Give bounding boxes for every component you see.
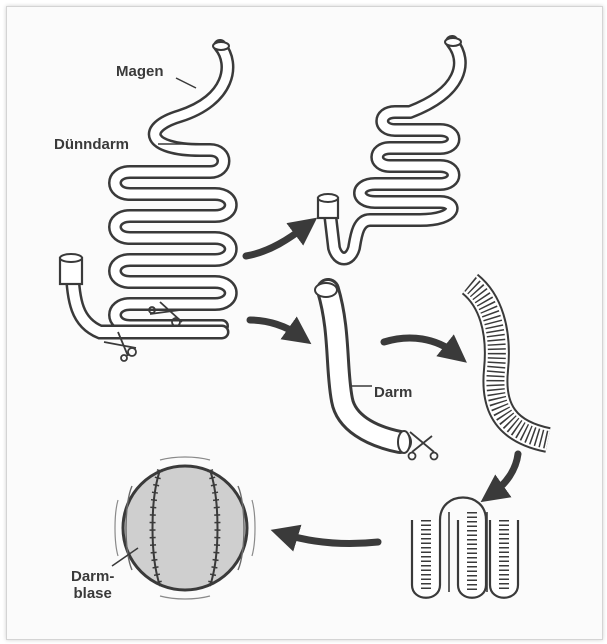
- folded-intestine: [412, 498, 518, 598]
- arrow-to-colon-segment: [250, 320, 300, 336]
- colon-segment: [315, 283, 410, 453]
- label-magen: Magen: [116, 63, 164, 80]
- arrow-to-opened-strip: [384, 338, 456, 354]
- label-duenndarm: Dünndarm: [54, 136, 129, 153]
- stomach-and-intestine-coil: [60, 42, 231, 332]
- arrow-to-folded-intestine: [492, 454, 518, 494]
- label-darm: Darm: [374, 384, 412, 401]
- label-darmblase-line2: blase: [71, 585, 114, 602]
- label-darmblase-line1: Darm-: [71, 568, 114, 585]
- opened-intestine-strip: [470, 284, 548, 440]
- arrow-to-bladder: [284, 534, 378, 544]
- intestinal-bladder: [112, 457, 255, 599]
- scissors-icon: [409, 432, 438, 460]
- arrow-to-separated-intestine: [246, 226, 306, 256]
- separated-small-intestine: [318, 38, 461, 259]
- label-darmblase: Darm- blase: [71, 568, 114, 602]
